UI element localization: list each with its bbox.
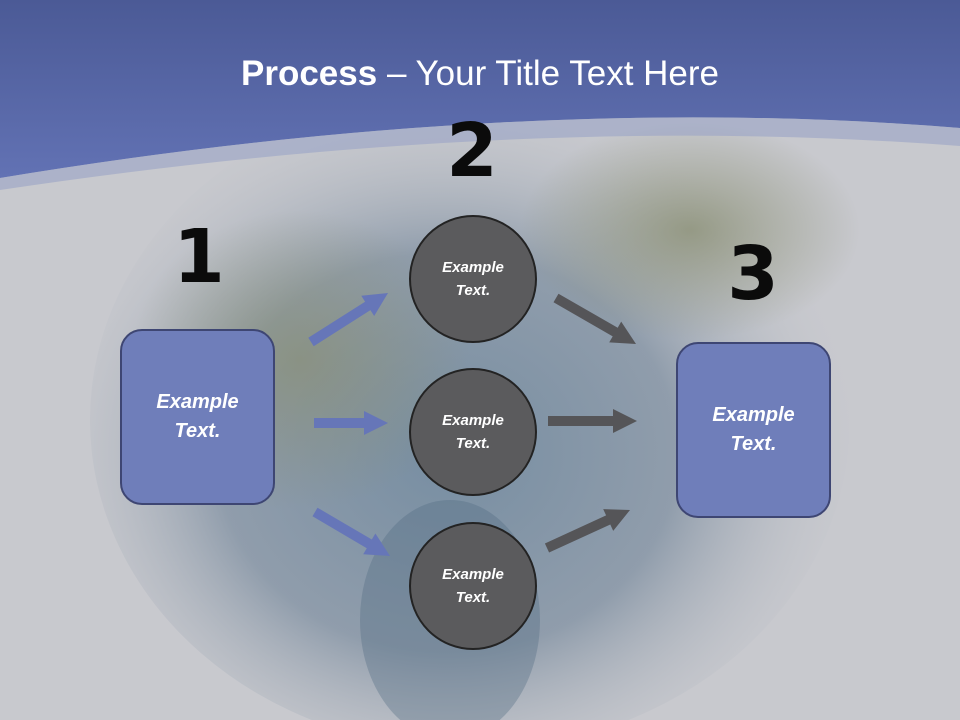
circle-top-text: Example Text. xyxy=(442,259,504,299)
circle-bottom-text: Example Text. xyxy=(442,566,504,606)
right-arrow-group xyxy=(544,293,637,553)
step-number-1: 1 xyxy=(173,214,225,300)
title-bold: Process xyxy=(241,54,378,93)
step-2-circle-middle: Example Text. xyxy=(409,368,537,496)
step-number-2: 2 xyxy=(446,108,498,194)
arrow-to-top-circle xyxy=(308,293,388,347)
title-rest: – Your Title Text Here xyxy=(377,54,719,93)
step-2-circle-top: Example Text. xyxy=(409,215,537,343)
circle-middle-text: Example Text. xyxy=(442,412,504,452)
step-1-box: Example Text. xyxy=(120,329,275,505)
step-3-box: Example Text. xyxy=(676,342,831,518)
arrow-from-middle-circle xyxy=(548,409,637,433)
arrow-from-bottom-circle xyxy=(544,509,630,553)
slide-title: Process – Your Title Text Here xyxy=(0,52,960,96)
step-number-3: 3 xyxy=(727,231,779,317)
left-arrow-group xyxy=(308,293,390,556)
arrow-to-bottom-circle xyxy=(312,507,390,556)
step-3-text: Example Text. xyxy=(712,404,795,455)
step-2-circle-bottom: Example Text. xyxy=(409,522,537,650)
arrow-from-top-circle xyxy=(553,293,636,344)
arrow-to-middle-circle xyxy=(314,411,388,435)
step-1-text: Example Text. xyxy=(156,391,239,442)
